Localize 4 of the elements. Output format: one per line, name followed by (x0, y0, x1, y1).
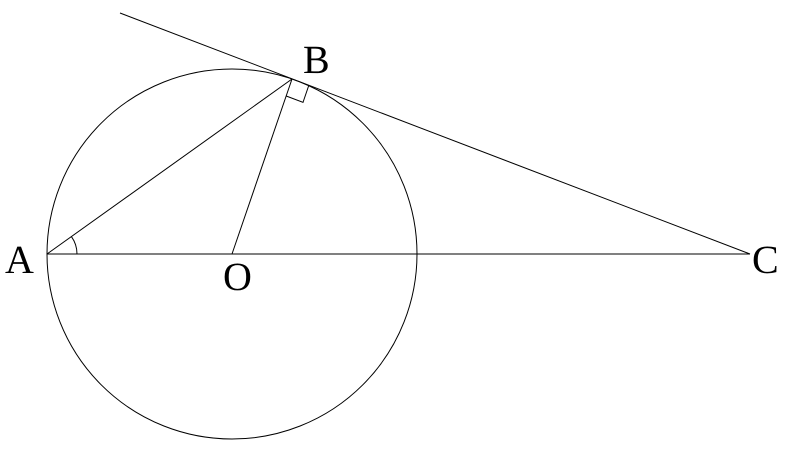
point-label: B (303, 40, 330, 80)
point-label: C (752, 240, 779, 280)
point-label: A (5, 240, 34, 280)
point-label: O (223, 257, 252, 297)
